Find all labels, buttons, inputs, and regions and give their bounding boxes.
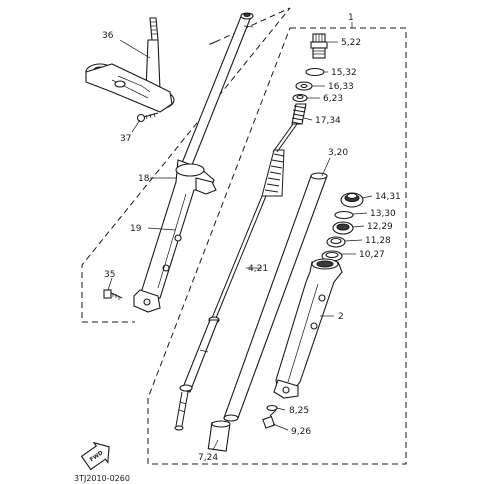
- label-7-24: 7,24: [198, 453, 218, 463]
- label-17-34: 17,34: [315, 116, 341, 126]
- bolt-35-part: [103, 289, 123, 300]
- label-1: 1: [348, 13, 354, 23]
- oil-seal-12-part: [332, 221, 354, 235]
- label-15-32: 15,32: [331, 68, 357, 78]
- label-16-33: 16,33: [328, 82, 354, 92]
- boundary-connector: [207, 41, 216, 46]
- stopper-ring-13-part: [334, 210, 354, 220]
- label-8-25: 8,25: [289, 406, 309, 416]
- label-5-22: 5,22: [341, 38, 361, 48]
- label-10-27: 10,27: [359, 250, 385, 260]
- washer-11-part: [326, 236, 346, 248]
- label-36: 36: [102, 31, 114, 41]
- label-35: 35: [104, 270, 115, 280]
- label-19: 19: [130, 224, 142, 234]
- outer-tube-2-part: [273, 258, 343, 399]
- bolt-37-part: [136, 112, 159, 123]
- fork-spring-17-part: [291, 103, 307, 125]
- label-14-31: 14,31: [375, 192, 401, 202]
- washer-16-part: [295, 81, 313, 91]
- washer-8-part: [266, 404, 278, 412]
- cap-bolt-5-part: [310, 33, 328, 59]
- label-11-28: 11,28: [365, 236, 391, 246]
- label-37: 37: [120, 134, 131, 144]
- spacer-6-part: [292, 93, 308, 103]
- oil-lock-piece-7-part: [207, 420, 231, 452]
- damper-rod-4-part: [174, 195, 267, 431]
- bushing-10-part: [321, 250, 343, 262]
- label-12-29: 12,29: [367, 222, 393, 232]
- o-ring-15-part: [305, 67, 325, 77]
- leader-lines: [107, 22, 373, 451]
- label-6-23: 6,23: [323, 94, 343, 104]
- right-assembly-boundary: [147, 27, 407, 465]
- label-13-30: 13,30: [370, 209, 396, 219]
- dust-seal-14-part: [340, 192, 364, 208]
- label-3-20: 3,20: [328, 148, 348, 158]
- label-9-26: 9,26: [291, 427, 311, 437]
- label-2: 2: [338, 312, 344, 322]
- lower-spring-part: [261, 149, 285, 197]
- under-bracket-part: [85, 17, 175, 113]
- bolt-9-part: [262, 409, 277, 429]
- diagram-code: 3TJ2010-0260: [74, 474, 130, 483]
- left-assembly-boundary: [81, 7, 291, 323]
- left-fork-assembly-part: [133, 12, 254, 313]
- spring-guide-rod: [276, 123, 298, 153]
- label-4-21: 4,21: [248, 264, 268, 274]
- forward-arrow-icon: FWD: [80, 441, 110, 471]
- label-18: 18: [138, 174, 150, 184]
